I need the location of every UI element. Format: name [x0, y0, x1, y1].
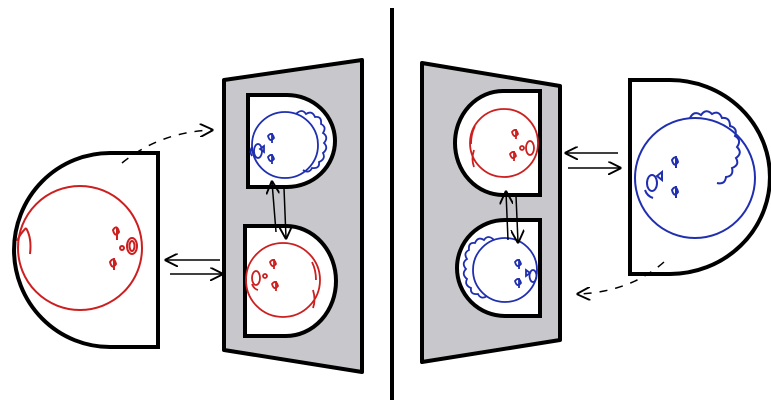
left-dashed-arrow: [121, 130, 212, 164]
left-panel: [222, 58, 364, 374]
right-dashed-arrow: [578, 261, 665, 294]
left-panel-top-capsule: [246, 93, 337, 189]
right-panel-bottom-capsule: [455, 218, 542, 318]
left-panel-blue-figure: [249, 110, 328, 179]
right-panel-top-capsule: [453, 89, 542, 197]
right-panel-blue-figure: [462, 236, 538, 303]
right-outer-blue-figure: [634, 110, 756, 239]
right-panel-arrow-down: [516, 195, 518, 242]
right-panel: [420, 61, 562, 364]
right-outer-capsule: [628, 78, 771, 276]
left-panel-bottom-capsule: [243, 224, 338, 338]
left-panel-arrow-down: [284, 187, 286, 238]
left-outer-red-figure: [16, 185, 143, 311]
left-outer-capsule: [12, 151, 160, 349]
left-panel-arrow-up: [272, 182, 276, 233]
right-panel-arrow-up: [506, 192, 508, 241]
right-panel-red-figure: [469, 108, 539, 178]
left-panel-red-figure: [245, 242, 321, 318]
